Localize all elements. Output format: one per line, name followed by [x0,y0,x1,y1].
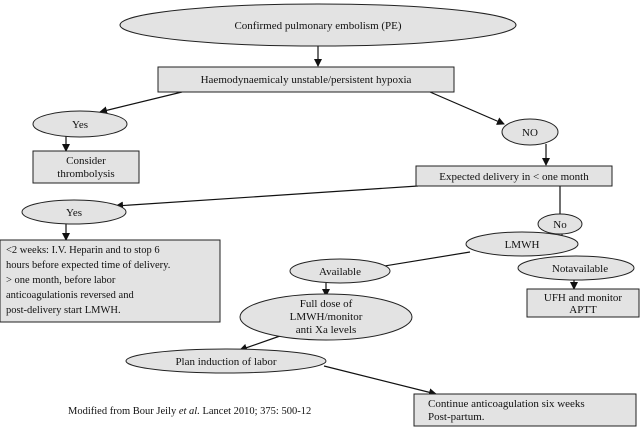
node-not-available: Notavailable [517,255,635,281]
thrombolysis-line-1: Consider [66,155,106,167]
heparin-note-line-4: anticoagulationis reversed and [6,290,134,301]
node-lmwh: LMWH [465,231,579,257]
heparin-note-line-5: post-delivery start LMWH. [6,305,121,316]
caption-after: Lancet 2010; 375: 500-12 [200,406,311,417]
yes-2-label: Yes [66,207,82,219]
node-thrombolysis: Consider thrombolysis [32,150,140,184]
ufh-line-2: APTT [569,304,597,316]
no-1-label: NO [522,127,538,139]
node-unstable-hypoxia: Haemodynaemicaly unstable/persistent hyp… [157,66,455,93]
lmwh-label: LMWH [505,239,540,251]
heparin-note-line-1: <2 weeks: I.V. Heparin and to stop 6 [6,245,160,256]
edge-expected-delivery-to-yes [115,185,419,210]
node-confirmed-pe: Confirmed pulmonary embolism (PE) [119,3,517,47]
node-continue-anticoagulation: Continue anticoagulation six weeks Post-… [413,393,637,427]
node-ufh: UFH and monitor APTT [526,288,640,318]
node-expected-delivery: Expected delivery in < one month [415,165,613,187]
edges [62,46,581,397]
confirmed-pe-label: Confirmed pulmonary embolism (PE) [234,20,401,32]
node-available: Available [289,258,391,284]
ufh-line-1: UFH and monitor [544,292,623,304]
node-full-dose: Full dose of LMWH/monitor anti Xa levels [239,293,413,341]
thrombolysis-line-2: thrombolysis [57,168,114,180]
full-dose-line-3: anti Xa levels [296,324,356,336]
heparin-note-line-2: hours before expected time of delivery. [6,260,170,271]
full-dose-line-2: LMWH/monitor [290,311,363,323]
caption-before: Modified from Bour Jeily [68,406,179,417]
caption-etal: et al. [179,406,200,417]
unstable-hypoxia-label: Haemodynaemicaly unstable/persistent hyp… [201,74,412,86]
node-plan-induction: Plan induction of labor [125,348,327,374]
edge-full-dose-to-plan-induction [239,335,281,352]
edge-unstable-to-yes [99,91,183,115]
node-heparin-note: <2 weeks: I.V. Heparin and to stop 6 hou… [0,239,221,323]
continue-line-1: Continue anticoagulation six weeks [428,398,585,410]
plan-induction-label: Plan induction of labor [175,356,276,368]
not-available-label: Notavailable [552,263,608,275]
full-dose-line-1: Full dose of [300,298,353,310]
heparin-note-line-3: > one month, before labor [6,275,116,286]
continue-line-2: Post-partum. [428,411,485,423]
node-no-1: NO [501,118,559,146]
edge-plan-induction-to-continue [323,365,437,397]
expected-delivery-label: Expected delivery in < one month [439,171,589,183]
node-yes-2: Yes [21,199,127,225]
node-no-2: No [537,213,583,235]
node-yes-thrombolysis-branch: Yes [32,110,128,138]
edge-unstable-to-no [429,91,505,125]
no-2-label: No [553,219,567,231]
yes-1-label: Yes [72,119,88,131]
source-caption: Modified from Bour Jeily et al. Lancet 2… [68,406,311,417]
available-label: Available [319,266,361,278]
